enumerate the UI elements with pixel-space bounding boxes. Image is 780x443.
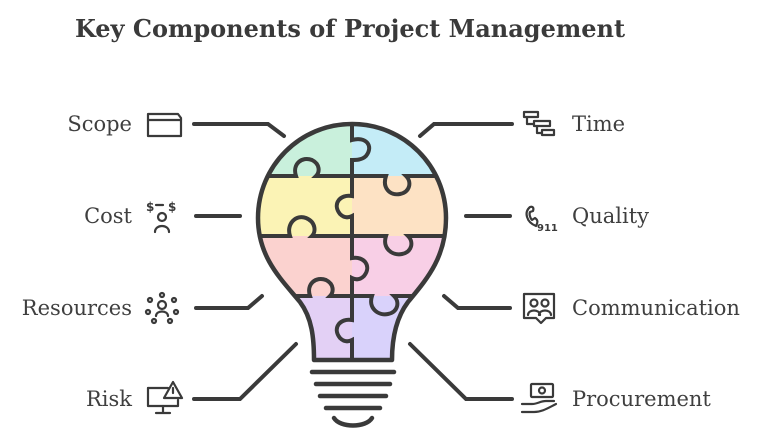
connector-communication — [442, 294, 512, 310]
label-risk: Risk — [85, 387, 132, 411]
label-quality: Quality — [572, 204, 649, 228]
puzzle-seams — [258, 124, 446, 360]
connector-procurement — [408, 342, 514, 401]
label-resources: Resources — [21, 296, 132, 320]
puzzle-piece-4 — [352, 176, 446, 236]
svg-text:911: 911 — [537, 223, 558, 234]
label-procurement: Procurement — [572, 387, 711, 411]
phone-911-icon: 911 — [525, 205, 558, 234]
connector-scope — [192, 122, 286, 138]
label-scope: Scope — [67, 112, 132, 136]
hand-cash-icon — [520, 382, 558, 414]
diagram-title: Key Components of Project Management — [74, 14, 626, 43]
bulb-base — [309, 369, 397, 428]
label-time: Time — [572, 112, 626, 136]
label-communication: Communication — [572, 296, 740, 320]
puzzle-piece-1 — [258, 124, 352, 176]
svg-text:$: $ — [168, 200, 176, 214]
bulb-outline — [255, 121, 449, 363]
connector-risk — [192, 342, 298, 401]
people-chat-icon — [522, 292, 556, 325]
puzzle-piece-5 — [258, 236, 352, 296]
team-network-icon — [144, 291, 180, 325]
label-cost: Cost — [84, 204, 132, 228]
puzzle-piece-2 — [352, 124, 446, 176]
connector-resources — [194, 294, 264, 310]
monitor-warning-icon — [146, 380, 184, 415]
gantt-timeline-icon — [522, 110, 556, 137]
money-person-icon: $ $ — [146, 200, 176, 234]
svg-text:$: $ — [146, 200, 154, 214]
connector-time — [418, 122, 514, 138]
connector-lines — [192, 122, 514, 401]
folder-icon — [146, 112, 183, 138]
